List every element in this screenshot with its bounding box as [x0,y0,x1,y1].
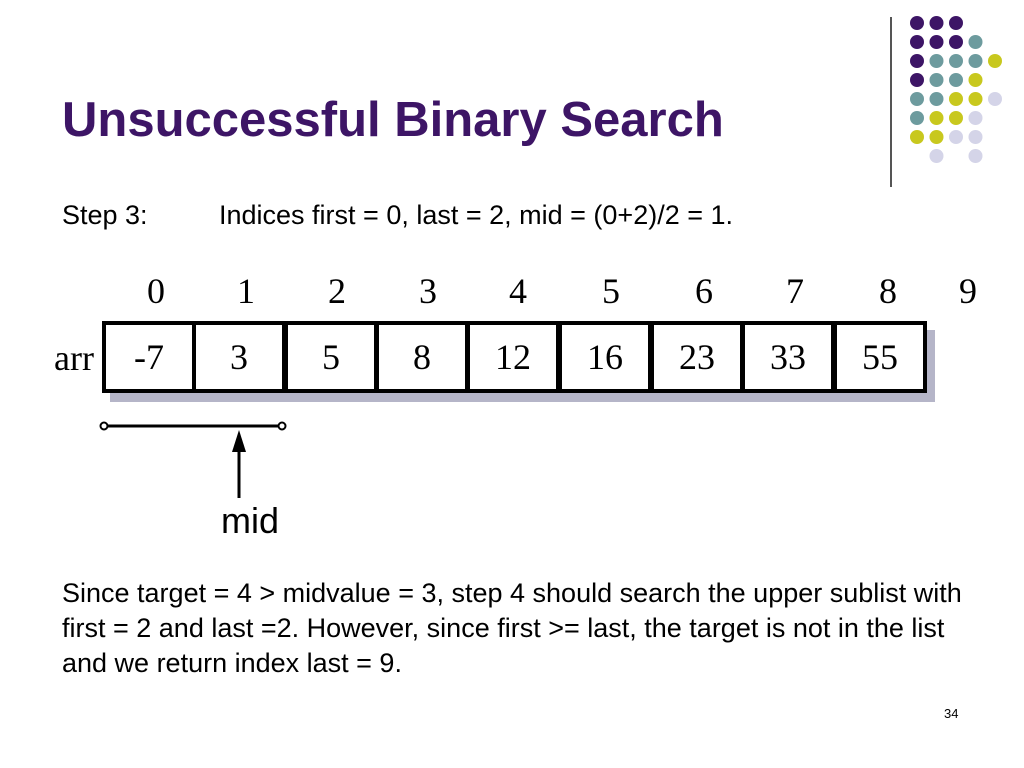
decorative-dot [910,54,924,68]
range-end-marker [277,421,287,431]
index-label: 2 [328,271,346,311]
decorative-dot [968,149,983,163]
array-cell: -7 [102,321,196,393]
decorative-dot [949,54,963,68]
decorative-dot [910,16,924,30]
index-label: 9 [959,271,977,311]
title-divider-line [890,17,892,187]
decorative-dot [929,149,944,163]
decorative-dot [968,54,983,68]
step-text: Indices first = 0, last = 2, mid = (0+2)… [219,200,734,230]
decorative-dot [988,92,1002,106]
decorative-dot [968,130,983,144]
decorative-dot [910,35,924,49]
decorative-dot [929,111,944,125]
step-description: Step 3: Indices first = 0, last = 2, mid … [62,200,733,231]
decorative-dot [929,130,944,144]
decorative-dot [929,73,944,87]
page-number: 34 [944,706,959,721]
mid-pointer-label: mid [221,500,280,541]
decorative-dot-grid [910,16,1002,163]
index-label: 0 [147,271,165,311]
index-label: 1 [237,271,255,311]
decorative-dot [949,92,963,106]
decorative-dot [910,73,924,87]
step-label: Step 3: [62,200,148,230]
decorative-dot [910,92,924,106]
index-label: 8 [879,271,897,311]
decorative-dot [929,92,944,106]
index-label: 7 [786,271,804,311]
decorative-dot [949,130,963,144]
slide-title: Unsuccessful Binary Search [62,93,724,147]
array-cell: 55 [833,321,927,393]
decorative-dot [968,73,983,87]
decorative-dot [968,111,983,125]
decorative-dot [949,35,963,49]
decorative-dot [910,130,924,144]
decorative-dot [910,111,924,125]
array-cell: 16 [558,321,652,393]
decorative-dot [929,54,944,68]
decorative-dot [929,16,944,30]
decorative-dot [949,73,963,87]
decorative-dot [949,111,963,125]
array-cell: 12 [466,321,560,393]
array-cell: 8 [375,321,469,393]
decorative-dot [988,54,1002,68]
index-label: 6 [695,271,713,311]
index-label: 4 [509,271,527,311]
array-name: arr [54,338,94,378]
decorative-dot [968,35,983,49]
decorative-dot [929,35,944,49]
index-label: 5 [602,271,620,311]
array-cell: 5 [284,321,378,393]
mid-arrow-head [232,430,246,452]
decorative-dot [949,16,963,30]
decorative-dot [968,92,983,106]
explanation-text: Since target = 4 > midvalue = 3, step 4 … [62,578,962,678]
array-cell: 23 [650,321,744,393]
range-start-marker [99,421,109,431]
index-label: 3 [419,271,437,311]
